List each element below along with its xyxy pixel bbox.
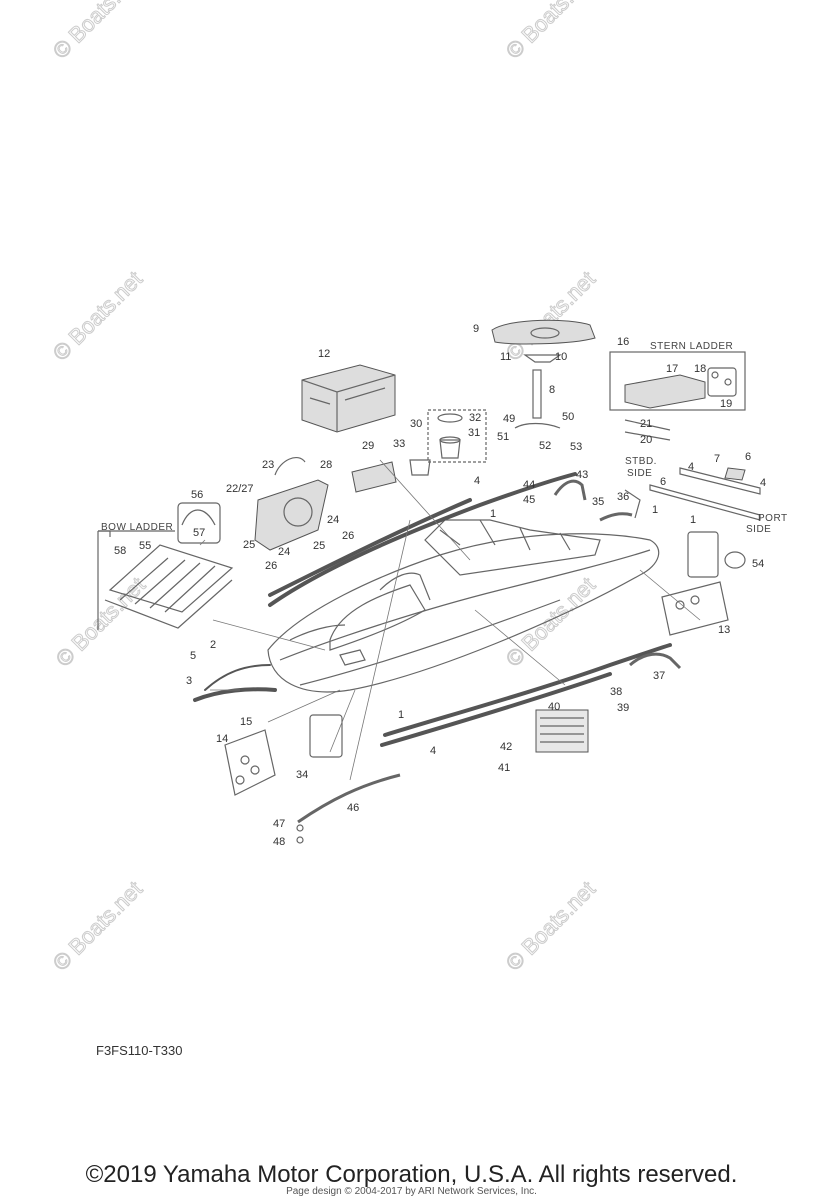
callout-1: 1	[398, 709, 404, 721]
watermark: © Boats.net	[48, 876, 147, 975]
callout-32: 32	[469, 412, 481, 424]
callout-48: 48	[273, 836, 285, 848]
cooler-part	[301, 364, 396, 433]
callout-1: 1	[490, 508, 496, 520]
callout-49: 49	[503, 413, 515, 425]
side-rails	[649, 467, 761, 521]
callout-24: 24	[327, 514, 339, 526]
callout-39: 39	[617, 702, 629, 714]
callout-56: 56	[191, 489, 203, 501]
callout-5: 5	[190, 650, 196, 662]
callout-46: 46	[347, 802, 359, 814]
plate-part	[491, 319, 596, 429]
callout-40: 40	[548, 701, 560, 713]
callout-4: 4	[688, 461, 694, 473]
callout-6: 6	[745, 451, 751, 463]
callout-15: 15	[240, 716, 252, 728]
bow-ladder-box	[97, 502, 234, 630]
cup-holders	[351, 409, 487, 493]
callout-38: 38	[610, 686, 622, 698]
callout-43: 43	[576, 469, 588, 481]
callout-28: 28	[320, 459, 332, 471]
callout-55: 55	[139, 540, 151, 552]
page-design-credit: Page design © 2004-2017 by ARI Network S…	[286, 1186, 537, 1197]
callout-10: 10	[555, 351, 567, 363]
callout-4: 4	[760, 477, 766, 489]
callout-24: 24	[278, 546, 290, 558]
callout-numbers: 1 1 1 1 2 3 4 4 4 4 5 6 6 7 8 9 10 11 12…	[114, 323, 766, 848]
callout-29: 29	[362, 440, 374, 452]
callout-31: 31	[468, 427, 480, 439]
misc-parts	[224, 479, 746, 844]
copyright-notice: ©2019 Yamaha Motor Corporation, U.S.A. A…	[85, 1161, 738, 1188]
callout-58: 58	[114, 545, 126, 557]
callout-51: 51	[497, 431, 509, 443]
stern-ladder-box	[609, 351, 746, 441]
callout-17: 17	[666, 363, 678, 375]
callout-25: 25	[243, 539, 255, 551]
parts-diagram: © Boats.net © Boats.net © Boats.net © Bo…	[47, 0, 788, 976]
callout-9: 9	[473, 323, 479, 335]
diagram-code: F3FS110-T330	[96, 1043, 183, 1058]
stbd-side-label: SIDE	[627, 468, 652, 479]
callout-4: 4	[474, 475, 480, 487]
port-side-label: SIDE	[746, 524, 771, 535]
watermark: © Boats.net	[501, 572, 600, 671]
watermark: © Boats.net	[501, 0, 600, 64]
group-labels: BOW LADDER STERN LADDER STBD. SIDE PORT …	[101, 341, 788, 535]
callout-14: 14	[216, 733, 228, 745]
callout-34: 34	[296, 769, 308, 781]
callout-6: 6	[660, 476, 666, 488]
callout-47: 47	[273, 818, 285, 830]
callout-45: 45	[523, 494, 535, 506]
callout-1: 1	[690, 514, 696, 526]
callout-50: 50	[562, 411, 574, 423]
port-side-label: PORT	[758, 513, 788, 524]
callout-22-27: 22/27	[226, 483, 254, 495]
watermark: © Boats.net	[501, 876, 600, 975]
callout-16: 16	[617, 336, 629, 348]
callout-8: 8	[549, 384, 555, 396]
stern-ladder-label: STERN LADDER	[650, 341, 733, 352]
callout-18: 18	[694, 363, 706, 375]
callout-26: 26	[342, 530, 354, 542]
callout-20: 20	[640, 434, 652, 446]
callout-7: 7	[714, 453, 720, 465]
callout-36: 36	[617, 491, 629, 503]
callout-42: 42	[500, 741, 512, 753]
callout-54: 54	[752, 558, 764, 570]
callout-33: 33	[393, 438, 405, 450]
leader-lines	[199, 459, 701, 781]
callout-3: 3	[186, 675, 192, 687]
callout-25: 25	[313, 540, 325, 552]
callout-21: 21	[640, 418, 652, 430]
callout-23: 23	[262, 459, 274, 471]
storage-hatch	[254, 457, 329, 551]
boat-hull-drawing	[267, 519, 660, 693]
callout-53: 53	[570, 441, 582, 453]
callout-30: 30	[410, 418, 422, 430]
callout-57: 57	[193, 527, 205, 539]
callout-19: 19	[720, 398, 732, 410]
callout-12: 12	[318, 348, 330, 360]
callout-11: 11	[500, 351, 511, 363]
callout-37: 37	[653, 670, 665, 682]
watermark: © Boats.net	[501, 266, 600, 365]
watermark: © Boats.net	[48, 0, 147, 64]
callout-13: 13	[718, 624, 730, 636]
watermark: © Boats.net	[48, 266, 147, 365]
callout-52: 52	[539, 440, 551, 452]
callout-35: 35	[592, 496, 604, 508]
callout-4: 4	[430, 745, 436, 757]
bow-ladder-label: BOW LADDER	[101, 522, 173, 533]
callout-1: 1	[652, 504, 658, 516]
callout-2: 2	[210, 639, 216, 651]
callout-26: 26	[265, 560, 277, 572]
callout-44: 44	[523, 479, 535, 491]
trim-strips	[193, 472, 672, 747]
callout-41: 41	[498, 762, 510, 774]
stbd-side-label: STBD.	[625, 456, 657, 467]
